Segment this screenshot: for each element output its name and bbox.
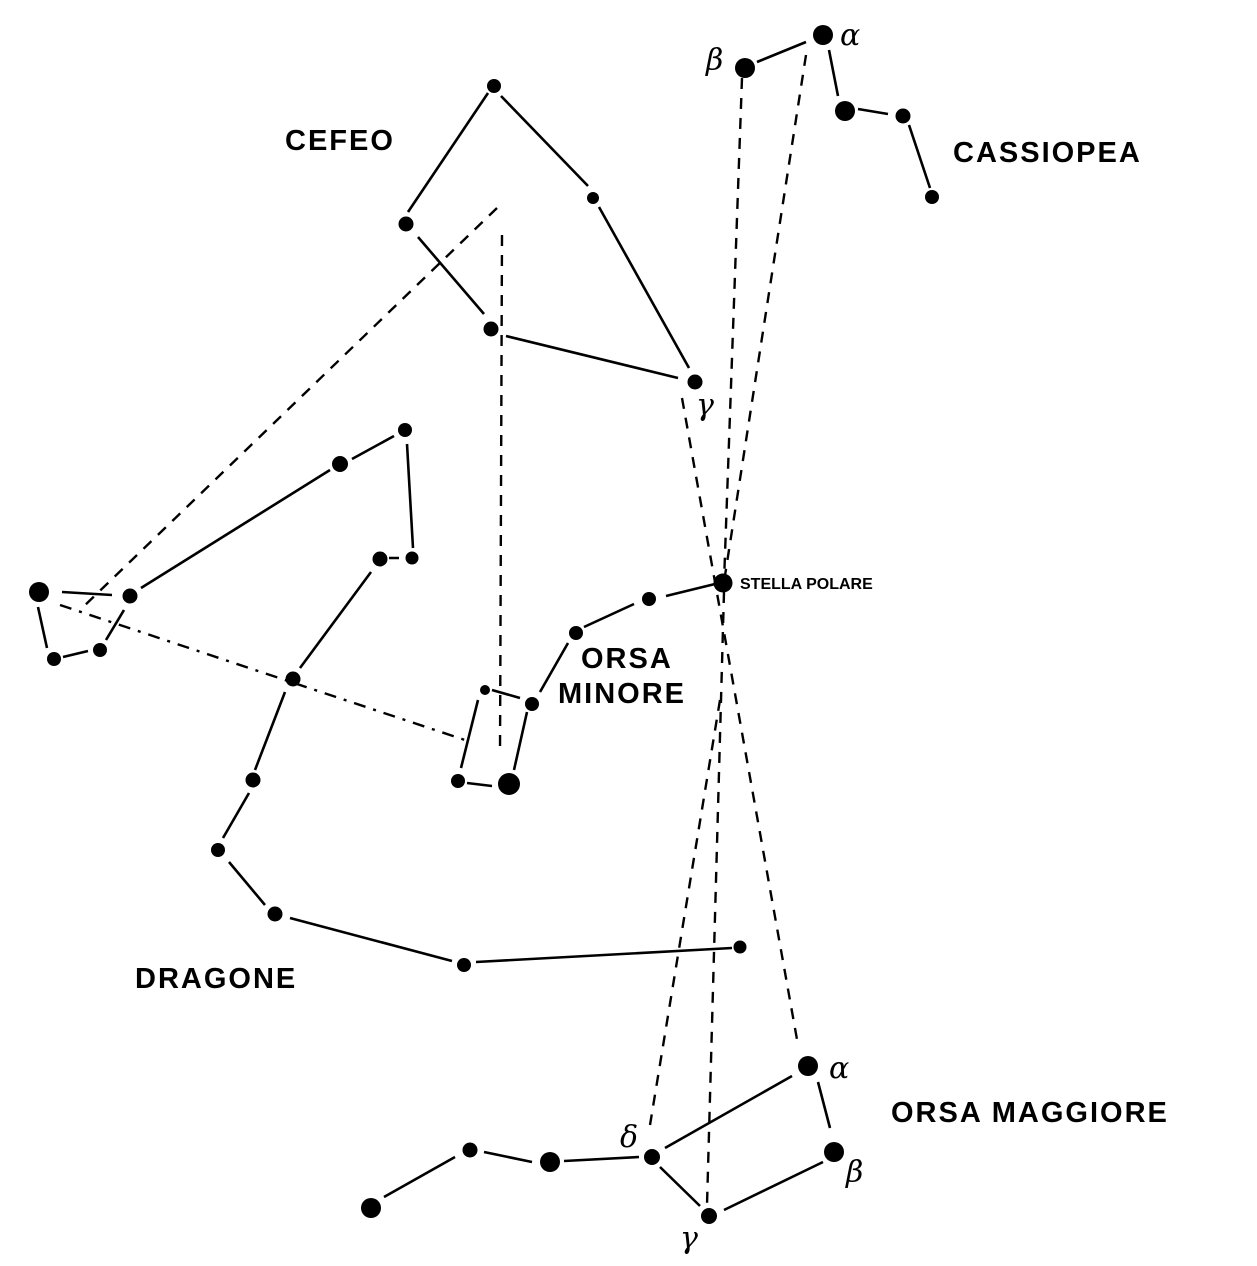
greek-cassiopea-alpha: α bbox=[840, 18, 860, 53]
guide-polaris-to-orsa-maggiore-gamma bbox=[705, 591, 726, 1206]
star-dragone bbox=[267, 906, 283, 922]
guide-dragone-head-to-orsa-minore bbox=[59, 603, 466, 742]
dragone-line bbox=[36, 434, 733, 964]
star-cefeo bbox=[398, 216, 414, 232]
star-orsa-maggiore-zeta bbox=[462, 1142, 478, 1158]
label-cefeo: CEFEO bbox=[285, 125, 395, 157]
star-cassiopea-beta bbox=[735, 58, 755, 78]
label-orsa-minore-line1: ORSA bbox=[581, 643, 673, 675]
star-dragone bbox=[245, 772, 261, 788]
label-dragone: DRAGONE bbox=[135, 963, 297, 995]
star-orsa-minore bbox=[451, 774, 465, 788]
star-dragone bbox=[332, 456, 348, 472]
star-dragone bbox=[93, 643, 107, 657]
star-cefeo bbox=[483, 321, 499, 337]
guide-cassiopea-beta-to-polaris bbox=[722, 77, 744, 583]
cassiopea-lines bbox=[756, 40, 932, 189]
greek-letter-labels: β α γ α β γ δ bbox=[620, 18, 863, 1256]
star-dragone bbox=[372, 551, 388, 567]
star-dragone bbox=[457, 958, 471, 972]
orsa-minore-lines bbox=[459, 582, 716, 788]
greek-orsa-maggiore-beta: β bbox=[845, 1155, 863, 1190]
star-dragone bbox=[211, 843, 225, 857]
star-orsa-minore bbox=[569, 626, 583, 640]
label-stella-polare: STELLA POLARE bbox=[740, 576, 873, 593]
cassiopea-line bbox=[756, 40, 932, 189]
star-orsa-maggiore-eta bbox=[361, 1198, 381, 1218]
greek-orsa-maggiore-alpha: α bbox=[829, 1051, 849, 1086]
constellation-labels: CEFEO CASSIOPEA ORSA MINORE DRAGONE ORSA… bbox=[135, 125, 1169, 1129]
star-orsa-minore bbox=[480, 685, 490, 695]
star-orsa-minore bbox=[642, 592, 656, 606]
star-dragone bbox=[405, 551, 419, 565]
greek-cassiopea-beta: β bbox=[705, 43, 723, 78]
star-orsa-minore bbox=[525, 697, 539, 711]
label-orsa-maggiore: ORSA MAGGIORE bbox=[891, 1097, 1169, 1129]
star-dragone-head bbox=[29, 582, 49, 602]
star-cassiopea-delta bbox=[895, 108, 911, 124]
greek-orsa-maggiore-gamma: γ bbox=[680, 1221, 698, 1256]
guide-polaris-to-orsa-maggiore-alpha bbox=[680, 397, 800, 1046]
guide-cassiopea-alpha-to-polaris bbox=[722, 54, 808, 583]
orsa-minore-line bbox=[459, 582, 716, 788]
greek-cefeo-gamma: γ bbox=[696, 388, 714, 423]
star-cefeo bbox=[487, 79, 501, 93]
guide-lines bbox=[59, 54, 808, 1206]
star-cefeo bbox=[587, 192, 599, 204]
star-cefeo-gamma bbox=[687, 374, 703, 390]
star-dragone bbox=[398, 423, 412, 437]
orsa-maggiore-lines bbox=[383, 1074, 832, 1212]
star-dragone bbox=[47, 652, 61, 666]
label-orsa-minore-line2: MINORE bbox=[558, 678, 686, 710]
star-orsa-maggiore-alpha bbox=[798, 1056, 818, 1076]
greek-orsa-maggiore-delta: δ bbox=[620, 1120, 638, 1155]
star-orsa-maggiore-gamma bbox=[701, 1208, 717, 1224]
cefeo-line bbox=[406, 92, 691, 380]
star-cassiopea-epsilon bbox=[925, 190, 939, 204]
star-orsa-maggiore-epsilon bbox=[540, 1152, 560, 1172]
guide-cefeo-to-dragone-head bbox=[79, 207, 498, 611]
guide-cefeo-to-orsa-minore bbox=[498, 234, 504, 756]
dragone-lines bbox=[36, 434, 733, 964]
star-dragone bbox=[285, 671, 301, 687]
label-cassiopea: CASSIOPEA bbox=[953, 137, 1142, 169]
star-stella-polare bbox=[713, 573, 733, 593]
star-dragone bbox=[122, 588, 138, 604]
star-cassiopea-alpha bbox=[813, 25, 833, 45]
stars bbox=[29, 25, 939, 1224]
cefeo-lines bbox=[406, 92, 691, 380]
star-cassiopea-gamma bbox=[835, 101, 855, 121]
orsa-maggiore-line bbox=[383, 1074, 832, 1212]
star-orsa-maggiore-beta bbox=[824, 1142, 844, 1162]
star-orsa-minore-kochab bbox=[498, 773, 520, 795]
guide-polaris-to-orsa-maggiore-delta bbox=[648, 699, 722, 1126]
star-orsa-maggiore-delta bbox=[644, 1149, 660, 1165]
star-dragone bbox=[733, 940, 747, 954]
